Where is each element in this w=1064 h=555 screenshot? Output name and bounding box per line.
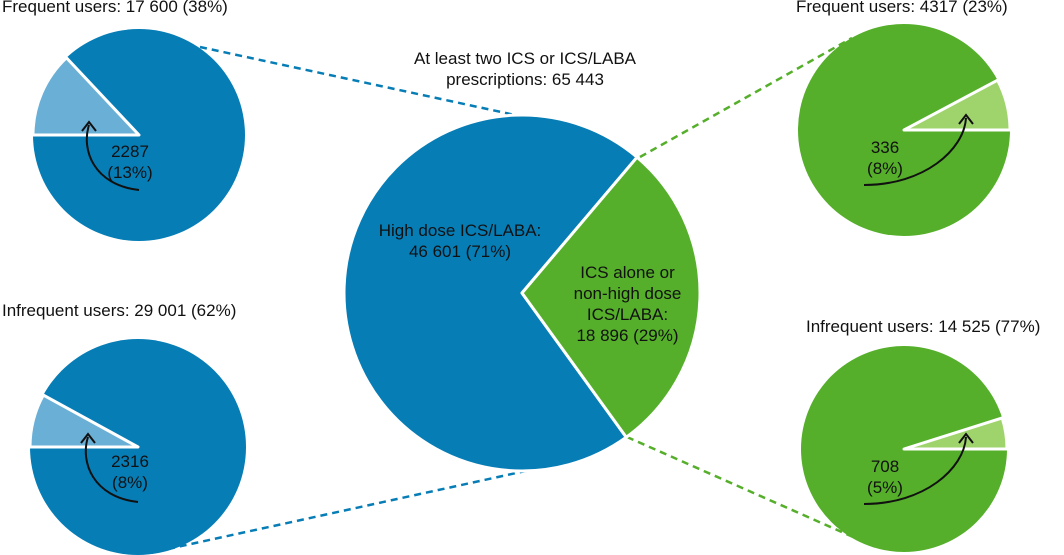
sub-pie-highlight-label: 336 (8%): [855, 137, 915, 179]
sub-pie-title: Infrequent users: 14 525 (77%): [806, 317, 1041, 336]
sub-pie-title: Frequent users: 17 600 (38%): [2, 0, 228, 16]
sub-pie-highlight-slice: [902, 78, 1012, 132]
label-line: 2316: [111, 452, 149, 471]
sub-pie-highlight-slice: [28, 393, 140, 449]
sub-pie-title: Frequent users: 4317 (23%): [796, 0, 1008, 16]
label-line: 18 896 (29%): [576, 326, 679, 345]
sub-pie-highlight-label: 2287 (13%): [100, 141, 160, 183]
label-line: (13%): [107, 163, 153, 182]
label-line: ICS alone or: [580, 263, 675, 282]
pie-slice-high-dose: [342, 113, 639, 473]
sub-pie-highlight-slice: [902, 416, 1009, 451]
label-line: 46 601 (71%): [408, 242, 512, 261]
sub-pie-highlight-slice: [31, 56, 141, 137]
connector-line: [626, 435, 879, 550]
label-line: High dose ICS/LABA:: [378, 221, 542, 240]
main-title-line2: prescriptions: 65 443: [446, 70, 604, 89]
connector-line: [167, 468, 531, 551]
sub-pie-title: Infrequent users: 29 001 (62%): [2, 301, 237, 320]
main-title-line1: At least two ICS or ICS/LABA: [413, 49, 637, 68]
connector-line: [639, 36, 853, 159]
arrowhead-icon: [81, 120, 97, 132]
label-line: 2287: [111, 142, 149, 161]
arrowhead-icon: [958, 432, 974, 444]
label-line: ICS/LABA:: [586, 305, 669, 324]
curved-arrow-icon: [84, 436, 139, 503]
main-slice-label-high-dose: High dose ICS/LABA: 46 601 (71%): [360, 220, 560, 262]
pie-slice-ics-alone: [520, 155, 702, 439]
curved-arrow-icon: [863, 436, 967, 505]
label-line: (5%): [867, 478, 903, 497]
arrowhead-icon: [958, 113, 974, 125]
curved-arrow-icon: [85, 124, 140, 191]
label-line: 336: [870, 138, 900, 157]
label-line: (8%): [867, 159, 903, 178]
curved-arrow-icon: [863, 117, 967, 186]
sub-pie-highlight-label: 708 (5%): [855, 456, 915, 498]
connector-line: [199, 45, 516, 117]
sub-pie-highlight-label: 2316 (8%): [100, 451, 160, 493]
main-slice-label-ics-alone: ICS alone or non-high dose ICS/LABA: 18 …: [565, 262, 690, 346]
label-line: (8%): [112, 473, 148, 492]
label-line: non-high dose: [573, 284, 682, 303]
arrowhead-icon: [80, 432, 96, 444]
main-pie-title: At least two ICS or ICS/LABA prescriptio…: [400, 48, 650, 90]
label-line: 708: [870, 457, 900, 476]
